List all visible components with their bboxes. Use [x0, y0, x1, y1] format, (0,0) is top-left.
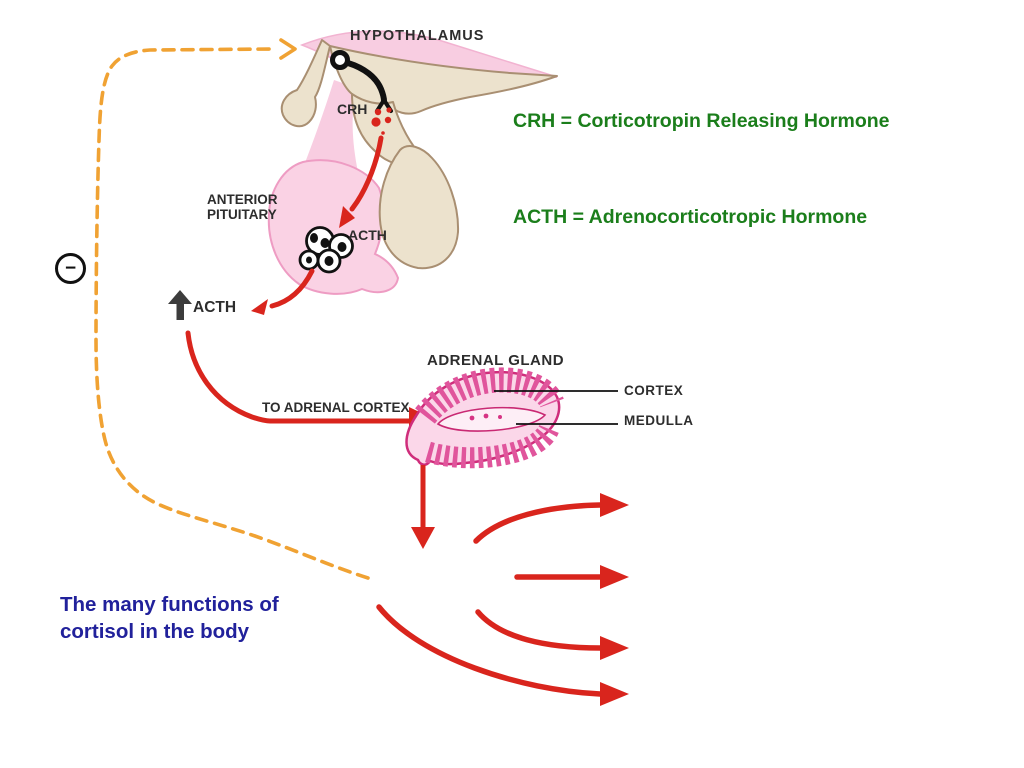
crh-label: CRH	[337, 101, 368, 117]
acth-cells	[298, 226, 354, 274]
cortisol-down-arrow	[411, 465, 435, 549]
hypothalamus-label: HYPOTHALAMUS	[350, 28, 485, 44]
adrenal-gland-illustration	[405, 367, 618, 469]
acth-to-adrenal-arrow	[185, 330, 438, 435]
adrenal-cortex-striations-bottom	[425, 424, 559, 469]
feedback-arrowhead	[279, 38, 297, 60]
crh-to-pituitary-arrow	[339, 135, 384, 228]
crh-definition-text: CRH = Corticotropin Releasing Hormone	[513, 110, 890, 132]
cortisol-function-arrowheads	[600, 493, 629, 706]
acth-release-label: ACTH	[193, 299, 237, 316]
negative-feedback-minus-icon: −	[55, 253, 86, 284]
medulla-label: MEDULLA	[624, 413, 694, 428]
beige-tissue	[280, 39, 558, 270]
hypothalamus-left-arm	[280, 39, 331, 128]
acth-cells-label: ACTH	[348, 227, 387, 243]
cortisol-functions-caption: The many functions of cortisol in the bo…	[60, 593, 279, 643]
infundibulum-pink-collar	[303, 80, 358, 172]
anterior-pituitary-label: ANTERIOR PITUITARY	[207, 192, 278, 222]
adrenal-gland-label: ADRENAL GLAND	[427, 352, 565, 369]
posterior-pituitary-lobe	[378, 145, 460, 270]
adrenal-medulla	[436, 406, 547, 432]
crh-neuron	[330, 50, 393, 135]
cortex-label: CORTEX	[624, 383, 684, 398]
function-arrow-4	[376, 604, 603, 697]
acth-up-arrow	[168, 290, 192, 320]
negative-feedback-loop	[94, 38, 370, 580]
crh-secretion-dots	[371, 107, 392, 135]
neuron-cell-body	[330, 50, 350, 70]
function-arrow-3	[475, 609, 603, 651]
acth-definition-text: ACTH = Adrenocorticotropic Hormone	[513, 206, 868, 228]
feedback-dashed-path	[94, 47, 370, 580]
acth-out-arrow	[251, 268, 315, 315]
function-arrow-1	[473, 502, 603, 544]
to-adrenal-cortex-label: TO ADRENAL CORTEX	[262, 400, 410, 415]
cortisol-function-arrows	[376, 502, 603, 697]
